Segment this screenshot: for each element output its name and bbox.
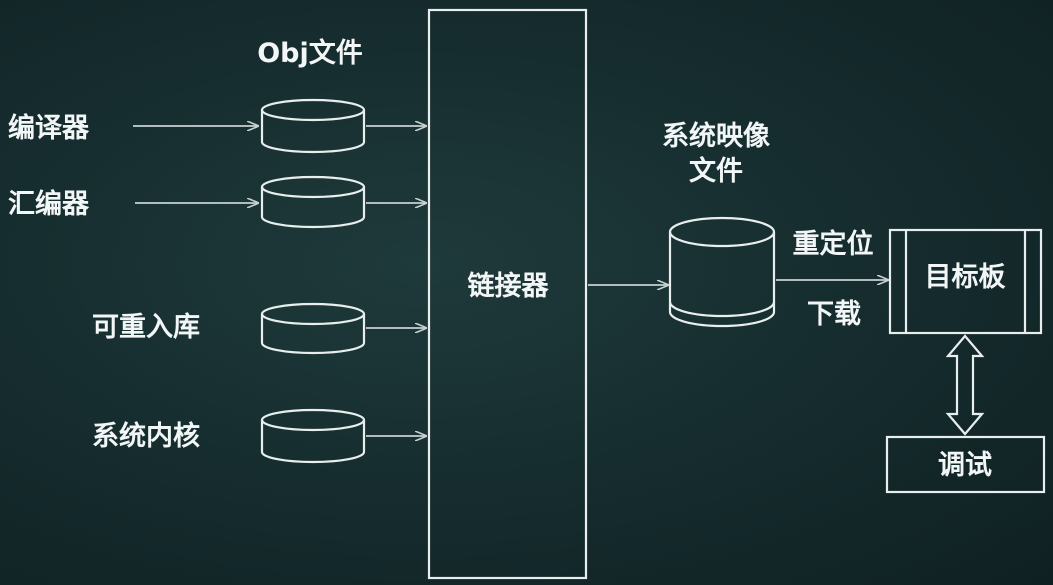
obj-files-title: Obj文件 — [257, 37, 363, 69]
download-label: 下载 — [807, 299, 861, 330]
relocate-label: 重定位 — [793, 228, 874, 260]
image-file-label-line1: 系统映像 — [662, 120, 770, 152]
obj-file-cylinder-2 — [260, 175, 366, 229]
bidirectional-arrow — [945, 334, 985, 436]
relocatable-lib-label: 可重入库 — [92, 312, 200, 343]
debug-label: 调试 — [938, 450, 992, 481]
obj-file-cylinder-1 — [260, 98, 366, 154]
debug-box — [885, 435, 1046, 494]
target-board-box — [888, 228, 1043, 335]
obj-file-cylinder-4 — [260, 408, 366, 464]
target-board-label: 目标板 — [925, 262, 1006, 293]
system-image-cylinder — [668, 216, 776, 328]
assembler-label: 汇编器 — [8, 188, 90, 220]
linker-label: 链接器 — [468, 270, 550, 302]
obj-file-cylinder-3 — [260, 302, 366, 355]
compiler-label: 编译器 — [8, 112, 90, 144]
image-file-label-line2: 文件 — [689, 155, 743, 187]
linker-box — [427, 8, 588, 580]
kernel-label: 系统内核 — [92, 420, 200, 452]
